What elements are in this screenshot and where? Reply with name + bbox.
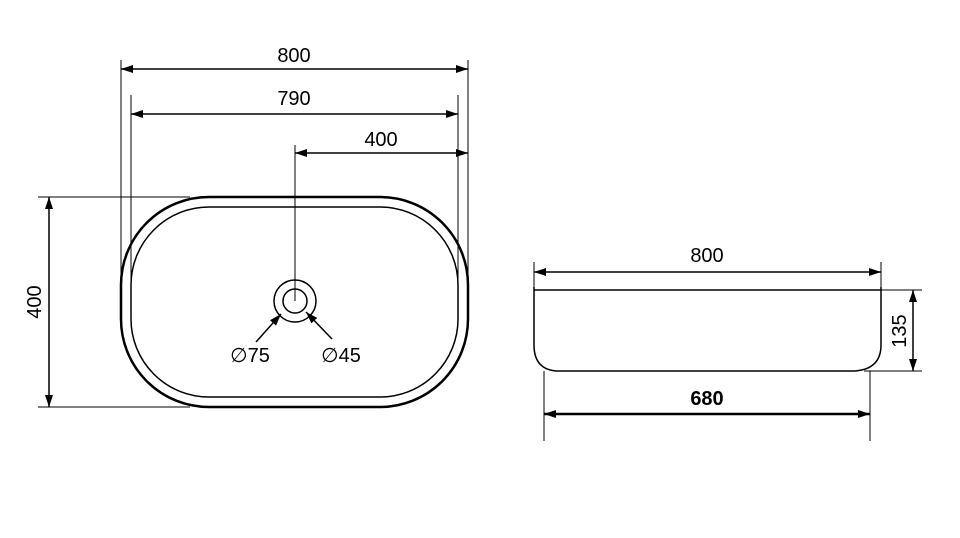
leader-drain-inner bbox=[305, 311, 333, 340]
drain-inner-label: ∅45 bbox=[321, 345, 361, 367]
dim-label-side-800: 800 bbox=[690, 245, 723, 267]
leader-drain-outer bbox=[255, 313, 282, 343]
dim-label-height-135: 135 bbox=[889, 314, 911, 347]
dim-label-400-half: 400 bbox=[364, 129, 397, 151]
side-view: 800 135 680 bbox=[533, 245, 922, 441]
dim-label-depth-400: 400 bbox=[24, 285, 46, 318]
dim-label-800: 800 bbox=[277, 45, 310, 67]
basin-side-profile bbox=[533, 287, 882, 372]
dim-label-base-680: 680 bbox=[690, 388, 723, 410]
dim-label-790: 790 bbox=[277, 88, 310, 110]
drain-outer-label: ∅75 bbox=[230, 345, 270, 367]
top-view: 800 790 400 400 ∅75 ∅45 bbox=[24, 45, 470, 409]
